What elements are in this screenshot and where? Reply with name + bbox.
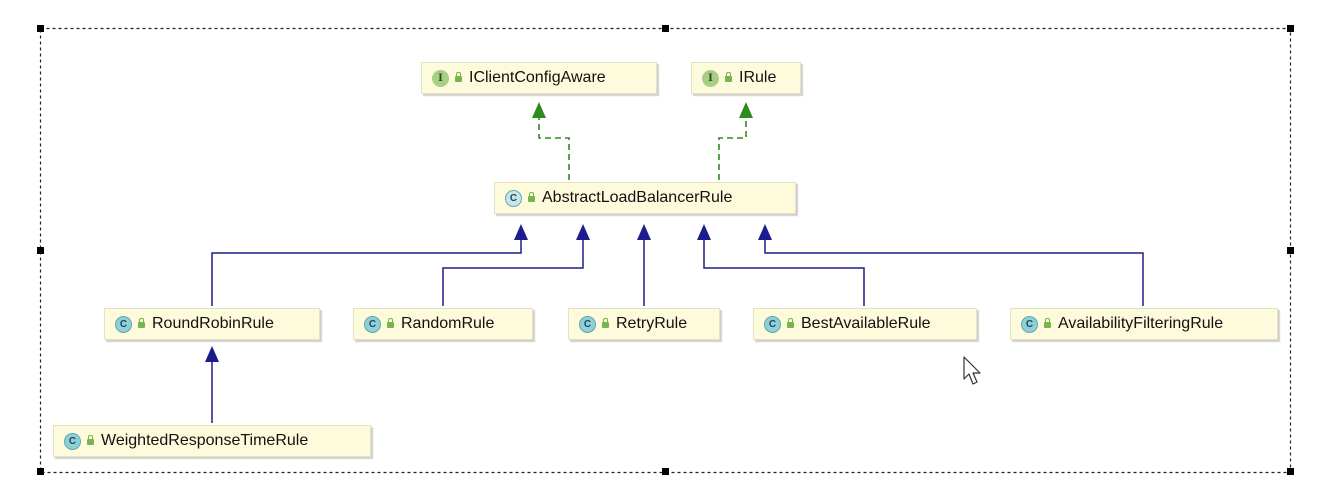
node-roundrobinrule[interactable]: C RoundRobinRule bbox=[104, 308, 320, 340]
arrowhead-extends-randomrule bbox=[576, 224, 590, 240]
selection-handle-middle-right[interactable] bbox=[1287, 247, 1294, 254]
selection-handle-middle-left[interactable] bbox=[37, 247, 44, 254]
node-label: RetryRule bbox=[616, 315, 688, 332]
lock-icon bbox=[602, 318, 609, 328]
class-icon: C bbox=[1021, 315, 1038, 333]
node-label: AvailabilityFilteringRule bbox=[1058, 315, 1224, 332]
arrowhead-extends-retryrule bbox=[637, 224, 651, 240]
abstract-class-icon: C bbox=[505, 189, 522, 207]
class-icon: C bbox=[364, 315, 381, 333]
selection-handle-top-center[interactable] bbox=[662, 25, 669, 32]
edge-implements-iclientconfigaware bbox=[538, 118, 570, 180]
selection-border bbox=[39, 27, 1292, 474]
node-label: IRule bbox=[739, 69, 777, 86]
node-bestavailablerule[interactable]: C BestAvailableRule bbox=[753, 308, 977, 340]
node-abstractloadbalancerrule[interactable]: C AbstractLoadBalancerRule bbox=[494, 182, 796, 214]
lock-icon bbox=[725, 72, 732, 82]
node-label: BestAvailableRule bbox=[801, 315, 931, 332]
node-label: RoundRobinRule bbox=[152, 315, 274, 332]
node-randomrule[interactable]: C RandomRule bbox=[353, 308, 533, 340]
arrowhead-extends-roundrobinrule bbox=[514, 224, 528, 240]
node-retryrule[interactable]: C RetryRule bbox=[568, 308, 720, 340]
node-weightedresponsetimerule[interactable]: C WeightedResponseTimeRule bbox=[53, 425, 371, 457]
node-iclientconfigaware[interactable]: I IClientConfigAware bbox=[421, 62, 657, 94]
edge-extends-availabilityfilteringrule bbox=[764, 240, 1144, 306]
edge-implements-irule bbox=[718, 118, 747, 180]
node-availabilityfilteringrule[interactable]: C AvailabilityFilteringRule bbox=[1010, 308, 1278, 340]
class-icon: C bbox=[64, 432, 81, 450]
lock-icon bbox=[1044, 318, 1051, 328]
class-icon: C bbox=[579, 315, 596, 333]
arrowhead-extends-bestavailablerule bbox=[697, 224, 711, 240]
arrowhead-implements-irule bbox=[739, 102, 753, 118]
lock-icon bbox=[87, 435, 94, 445]
lock-icon bbox=[138, 318, 145, 328]
node-irule[interactable]: I IRule bbox=[691, 62, 801, 94]
class-icon: C bbox=[764, 315, 781, 333]
selection-handle-bottom-center[interactable] bbox=[662, 468, 669, 475]
selection-handle-bottom-left[interactable] bbox=[37, 468, 44, 475]
node-label: WeightedResponseTimeRule bbox=[101, 432, 309, 449]
lock-icon bbox=[387, 318, 394, 328]
interface-icon: I bbox=[432, 69, 449, 87]
lock-icon bbox=[528, 192, 535, 202]
lock-icon bbox=[787, 318, 794, 328]
node-label: RandomRule bbox=[401, 315, 495, 332]
class-icon: C bbox=[115, 315, 132, 333]
arrowhead-extends-availabilityfilteringrule bbox=[758, 224, 772, 240]
edge-extends-bestavailablerule bbox=[703, 240, 865, 306]
selection-handle-top-right[interactable] bbox=[1287, 25, 1294, 32]
selection-handle-bottom-right[interactable] bbox=[1287, 468, 1294, 475]
edge-extends-roundrobinrule bbox=[211, 240, 522, 306]
edge-extends-randomrule bbox=[442, 240, 584, 306]
node-label: AbstractLoadBalancerRule bbox=[542, 189, 733, 206]
node-label: IClientConfigAware bbox=[469, 69, 606, 86]
arrowhead-implements-iclientconfigaware bbox=[532, 102, 546, 118]
mouse-cursor-icon bbox=[963, 356, 981, 385]
lock-icon bbox=[455, 72, 462, 82]
interface-icon: I bbox=[702, 69, 719, 87]
arrowhead-extends-weightedresponsetimerule bbox=[205, 346, 219, 362]
selection-handle-top-left[interactable] bbox=[37, 25, 44, 32]
